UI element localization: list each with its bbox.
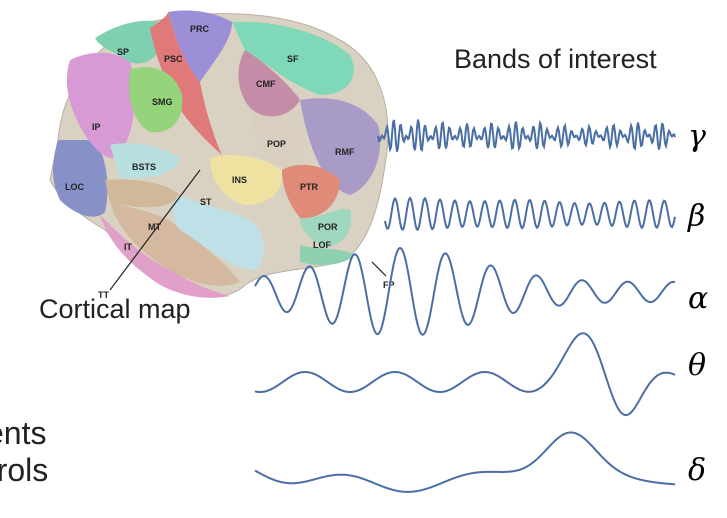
region-label: INS — [232, 175, 247, 185]
wave-gamma — [377, 119, 676, 153]
wave-alpha — [254, 246, 676, 336]
region-sf — [232, 21, 354, 95]
band-symbol-beta: β — [687, 199, 705, 234]
band-symbol-delta: δ — [688, 453, 706, 488]
region-ins — [210, 155, 283, 205]
region-label: LOC — [65, 182, 84, 192]
region-it — [100, 215, 230, 298]
region-ptr — [282, 164, 340, 219]
wave-delta — [254, 431, 675, 493]
region-loc — [53, 140, 108, 217]
tt-pointer — [109, 169, 201, 291]
region-st — [173, 195, 265, 270]
region-psc — [150, 12, 222, 155]
region-label: SP — [117, 47, 129, 57]
region-bsts — [110, 143, 180, 179]
cutoff-text-patients: tients — [0, 415, 47, 451]
region-cmf — [238, 50, 300, 117]
region-lof — [300, 245, 355, 266]
region-rmf — [300, 98, 381, 195]
region-label: BSTS — [132, 162, 156, 172]
region-label: FP — [383, 280, 395, 290]
cutoff-text-controls: ntrols — [0, 452, 49, 488]
region-mt — [110, 202, 240, 286]
region-label: SMG — [152, 97, 173, 107]
region-label: SF — [287, 54, 299, 64]
region-smg — [129, 67, 183, 133]
brain-illustration: PRC SP PSC SF CMF SMG IP POP RMF BSTS IN… — [49, 10, 395, 300]
region-label: ST — [200, 197, 212, 207]
region-label: PTR — [300, 182, 319, 192]
region-label: POP — [267, 139, 286, 149]
wave-theta — [254, 332, 676, 417]
region-label: IP — [92, 122, 101, 132]
region-label: PSC — [164, 54, 183, 64]
region-pop — [250, 108, 304, 170]
band-symbol-gamma: γ — [688, 119, 706, 154]
region-prc — [168, 10, 232, 82]
region-label: LOF — [313, 240, 331, 250]
region-label: RMF — [335, 147, 355, 157]
region-sp — [95, 20, 166, 64]
region-label: IT — [124, 242, 133, 252]
region-label: PRC — [190, 24, 210, 34]
region-label: POR — [318, 222, 338, 232]
fp-pointer — [371, 261, 387, 277]
bands-heading: Bands of interest — [454, 44, 657, 74]
band-symbol-theta: θ — [688, 348, 706, 383]
region-ip — [66, 52, 136, 159]
wave-beta — [384, 196, 676, 231]
region-bsts-sub — [105, 179, 180, 208]
region-label: MT — [148, 222, 161, 232]
band-symbol-alpha: α — [688, 281, 708, 316]
region-label: TT — [98, 290, 109, 300]
region-por — [300, 208, 352, 248]
cortical-map-caption: Cortical map — [39, 294, 191, 324]
region-label: CMF — [256, 79, 276, 89]
